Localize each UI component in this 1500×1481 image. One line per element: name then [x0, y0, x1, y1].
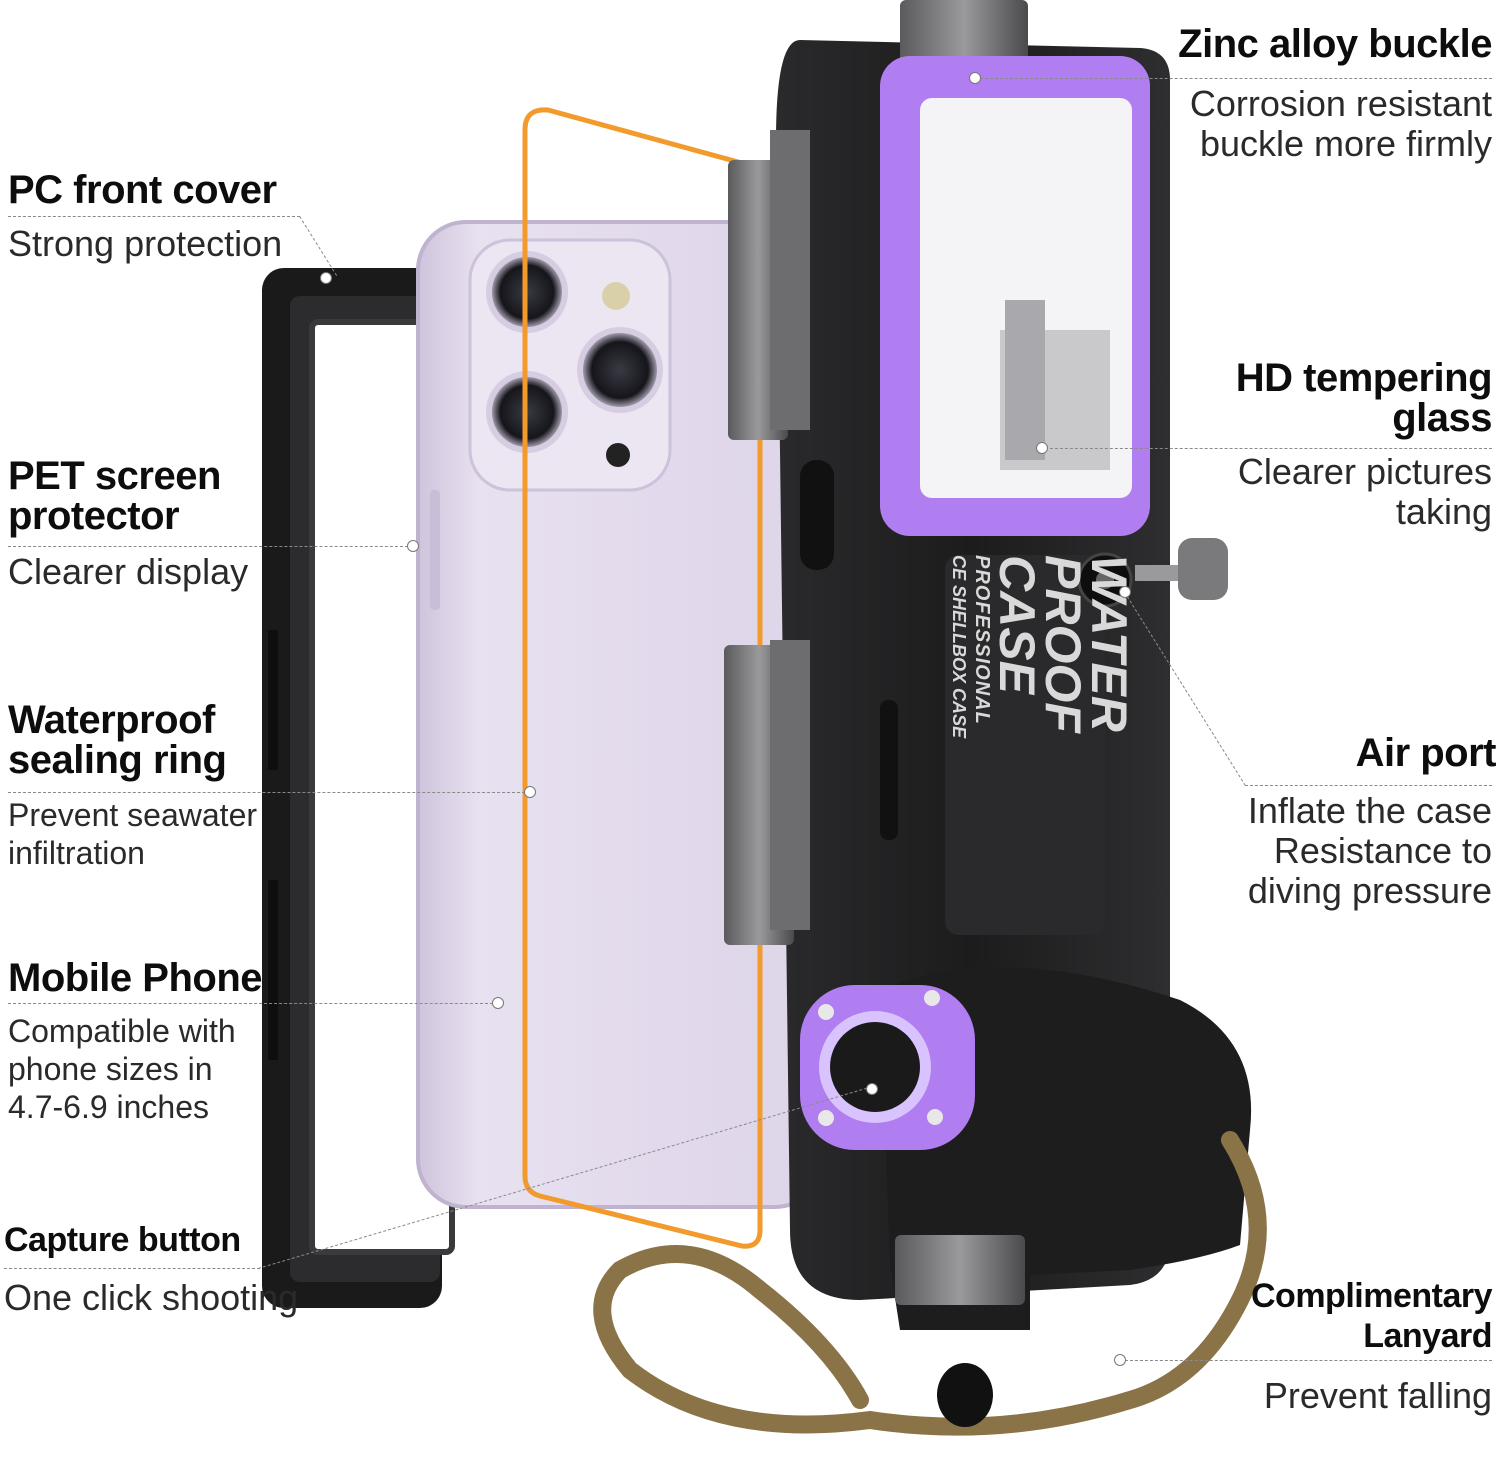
callout-title: Waterproof sealing ring [8, 698, 227, 782]
callout-zinc-alloy-buckle: Zinc alloy buckle Corrosion resistant bu… [1178, 24, 1492, 164]
callout-desc: Clearer pictures taking [1237, 451, 1492, 532]
leader-pc [8, 216, 300, 217]
callout-title: Complimentary Lanyard [1251, 1277, 1493, 1355]
sealing-ring [522, 107, 763, 1249]
anchor-hd [1036, 442, 1048, 454]
callout-desc: One click shooting [4, 1277, 299, 1318]
label-professional: PROFESSIONAL [971, 555, 993, 725]
callout-capture-button: Capture button One click shooting [4, 1220, 298, 1318]
lanyard-stopper [937, 1363, 993, 1427]
lanyard [593, 1131, 1267, 1436]
callout-hd-tempering-glass: HD tempering glass Clearer pictures taki… [1235, 356, 1493, 532]
case-label: WATER PROOF CASE PROFESSIONAL CE SHELLBO… [932, 555, 1137, 935]
anchor-zinc [969, 72, 981, 84]
callout-title: Zinc alloy buckle [1178, 22, 1492, 66]
callout-waterproof-sealing-ring: Waterproof sealing ring Prevent seawater… [8, 700, 257, 872]
callout-desc: Prevent falling [1263, 1375, 1492, 1416]
anchor-air [1119, 586, 1131, 598]
label-brand: CE SHELLBOX CASE [949, 555, 969, 739]
callout-desc: Corrosion resistant buckle more firmly [1189, 83, 1492, 164]
callout-title: PC front cover [8, 168, 277, 212]
anchor-pc [320, 272, 332, 284]
callout-air-port: Air port Inflate the case Resistance to … [1247, 731, 1497, 911]
callout-mobile-phone: Mobile Phone Compatible with phone sizes… [8, 956, 263, 1126]
label-water: WATER [1081, 555, 1137, 732]
callout-pc-front-cover: PC front cover Strong protection [8, 170, 282, 264]
anchor-lanyard [1114, 1354, 1126, 1366]
callout-title: HD tempering glass [1235, 356, 1493, 440]
leader-zinc [980, 78, 1492, 79]
callout-desc: Compatible with phone sizes in 4.7-6.9 i… [8, 1013, 236, 1125]
waterproof-case-body [724, 0, 1252, 1330]
leader-hd [1045, 448, 1492, 449]
callout-desc: Clearer display [8, 551, 249, 592]
leader-air [1245, 785, 1492, 786]
anchor-ring [524, 786, 536, 798]
callout-title: Capture button [4, 1221, 241, 1259]
anchor-phone [492, 997, 504, 1009]
callout-desc: Strong protection [8, 223, 283, 264]
leader-lanyard [1120, 1360, 1492, 1361]
callout-desc: Prevent seawater infiltration [8, 797, 258, 871]
anchor-pet [407, 540, 419, 552]
leader-pet [8, 546, 413, 547]
callout-title: Air port [1355, 731, 1497, 775]
label-proof: PROOF [1035, 555, 1091, 733]
callout-desc: Inflate the case Resistance to diving pr… [1247, 790, 1492, 911]
callout-complimentary-lanyard: Complimentary Lanyard Prevent falling [1251, 1276, 1493, 1416]
mobile-phone [416, 220, 825, 1209]
leader-capture [4, 1268, 260, 1269]
callout-pet-screen-protector: PET screen protector Clearer display [8, 456, 248, 592]
callout-title: PET screen protector [8, 454, 221, 538]
leader-ring [8, 792, 530, 793]
callout-title: Mobile Phone [8, 956, 263, 1000]
anchor-capture [866, 1083, 878, 1095]
label-case: CASE [989, 555, 1045, 694]
leader-phone [8, 1003, 498, 1004]
